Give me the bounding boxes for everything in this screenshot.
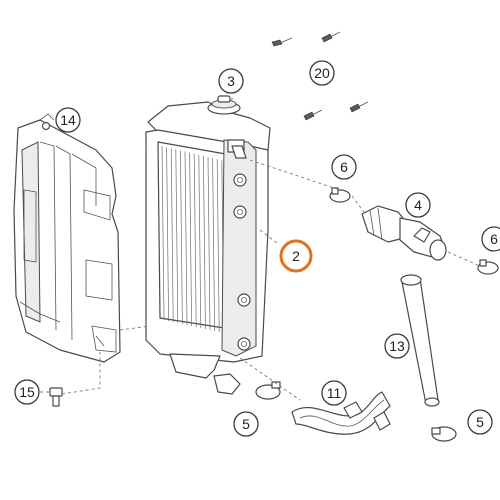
callout-label: 4 [414,197,422,213]
callout-label: 14 [60,112,76,128]
thermostat-housing [361,205,447,261]
radiator-cap [207,95,241,115]
callout-label: 11 [327,385,342,401]
callout-5-left: 5 [233,411,259,437]
callout-label: 6 [490,231,498,247]
fin-line [166,147,169,322]
callout-label: 5 [242,416,250,432]
callout-20: 20 [309,60,335,86]
callout-15: 15 [14,379,40,405]
fin-line [184,151,188,326]
callout-5-right: 5 [467,409,493,435]
callout-14: 14 [55,107,81,133]
radiator [145,101,271,395]
fin-line [193,153,197,328]
callout-13: 13 [384,333,410,359]
fin-line [189,152,192,327]
callout-label: 2 [292,248,300,264]
fitting-icon [49,387,63,407]
fin-line [212,158,215,332]
fin-line [170,148,174,323]
callout-2-highlighted: 2 [279,239,313,273]
callout-label: 6 [340,159,348,175]
callout-6-right: 6 [481,226,500,252]
screw-icon [271,31,369,121]
radiator-guard [13,113,121,363]
callout-label: 13 [389,338,405,354]
fin-line [207,156,211,331]
coolant-hose-straight [400,274,440,407]
callout-label: 15 [19,384,35,400]
callout-label: 3 [227,73,235,89]
fin-line [161,145,165,321]
callout-11: 11 [321,380,347,406]
callout-label: 5 [476,414,484,430]
fin-line [216,159,220,333]
fin-line [198,154,202,329]
fin-line [203,155,206,330]
callout-6-upper: 6 [331,154,357,180]
callout-3: 3 [218,68,244,94]
coolant-hose-curved [291,391,391,435]
callout-label: 20 [314,65,330,81]
fin-line [180,150,183,325]
fin-line [175,149,179,324]
clamp-icon [255,187,499,442]
leader-lines [34,98,481,401]
callout-4: 4 [405,192,431,218]
